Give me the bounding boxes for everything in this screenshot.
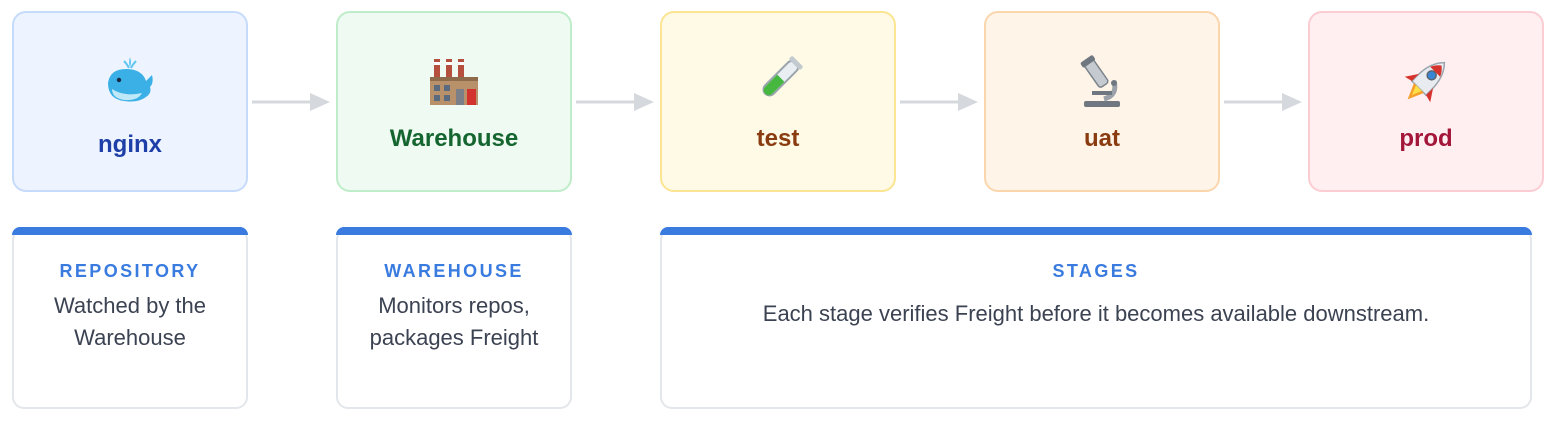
node-label-nginx: nginx (98, 131, 162, 158)
rocket-icon (1310, 53, 1542, 109)
arrow-icon (1224, 93, 1302, 111)
card-stages: STAGES Each stage verifies Freight befor… (660, 227, 1532, 409)
card-text-line: packages Freight (369, 325, 539, 350)
node-label-warehouse: Warehouse (389, 125, 519, 152)
arrow-icon (900, 93, 978, 111)
factory-icon (338, 53, 570, 109)
node-prod: prod (1308, 11, 1544, 192)
card-accent-bar (12, 227, 248, 235)
card-heading-warehouse: WAREHOUSE (384, 261, 524, 281)
card-text-warehouse: Monitors repos, packages Freight (344, 290, 564, 354)
node-uat: uat (984, 11, 1220, 192)
card-accent-bar (660, 227, 1532, 235)
card-accent-bar (336, 227, 572, 235)
node-warehouse: Warehouse (336, 11, 572, 192)
card-text-repository: Watched by the Warehouse (20, 290, 240, 354)
node-label-prod: prod (1399, 125, 1453, 152)
card-heading-repository: REPOSITORY (59, 261, 201, 281)
card-text-line: Warehouse (74, 325, 186, 350)
card-repository: REPOSITORY Watched by the Warehouse (12, 227, 248, 409)
arrow-icon (252, 93, 330, 111)
card-text-stages: Each stage verifies Freight before it be… (762, 301, 1430, 326)
node-label-uat: uat (1084, 125, 1120, 152)
card-heading-stages: STAGES (1052, 261, 1140, 281)
node-label-test: test (756, 125, 800, 152)
node-test: test (660, 11, 896, 192)
card-text-line: Watched by the (53, 293, 207, 318)
arrow-icon (576, 93, 654, 111)
card-text-line: Monitors repos, (378, 293, 530, 318)
whale-icon (14, 53, 246, 109)
node-nginx: nginx (12, 11, 248, 192)
microscope-icon (986, 53, 1218, 109)
card-warehouse: WAREHOUSE Monitors repos, packages Freig… (336, 227, 572, 409)
test-tube-icon (662, 53, 894, 109)
